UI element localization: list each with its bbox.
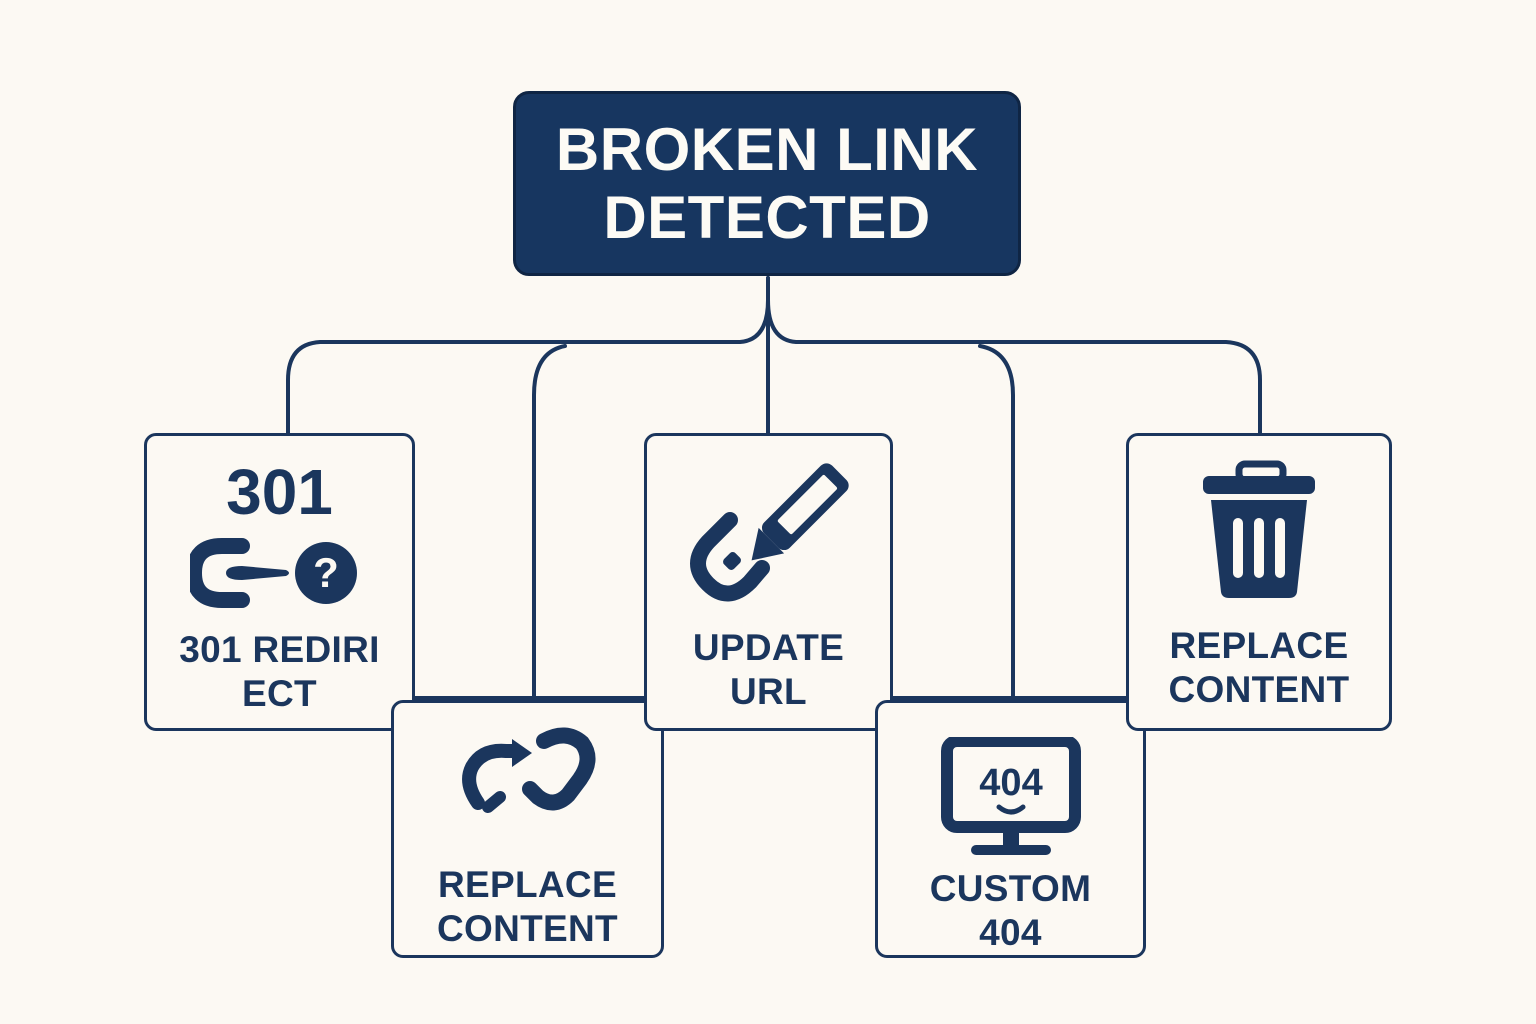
broken-chain-arrow-icon [461,727,595,813]
monitor-screen-text: 404 [979,762,1042,804]
monitor-404-icon: 404 [940,737,1081,855]
option-update-url: UPDATE URL [644,433,893,731]
option-label: UPDATE URL [692,627,845,712]
connector-right-trunk [766,298,1262,435]
option-label: 301 REDIRI ECT [179,629,380,714]
link-pencil-icon [689,463,849,602]
broken-link-detected-node: BROKEN LINK DETECTED [513,91,1021,276]
option-label: CUSTOM 404 [929,868,1092,953]
connector-to-replace-content [532,344,567,700]
broken-link-question-icon: ? [189,538,357,608]
option-301-redirect: 301 ? 301 REDIRI ECT [144,433,415,731]
connector-trunk [286,276,770,435]
option-label: REPLACE CONTENT [437,864,618,949]
connector-to-custom-404 [978,344,1015,700]
trash-icon [1203,460,1315,598]
svg-text:?: ? [313,549,339,596]
redirect-code: 301 [226,456,333,528]
option-label: REPLACE CONTENT [1168,625,1350,710]
option-replace-content-link: REPLACE CONTENT [391,700,664,958]
root-title-line2: DETECTED [603,183,931,251]
option-remove-content: REPLACE CONTENT [1126,433,1392,731]
option-custom-404: 404 CUSTOM 404 [875,700,1146,958]
root-title-line1: BROKEN LINK [555,115,979,183]
